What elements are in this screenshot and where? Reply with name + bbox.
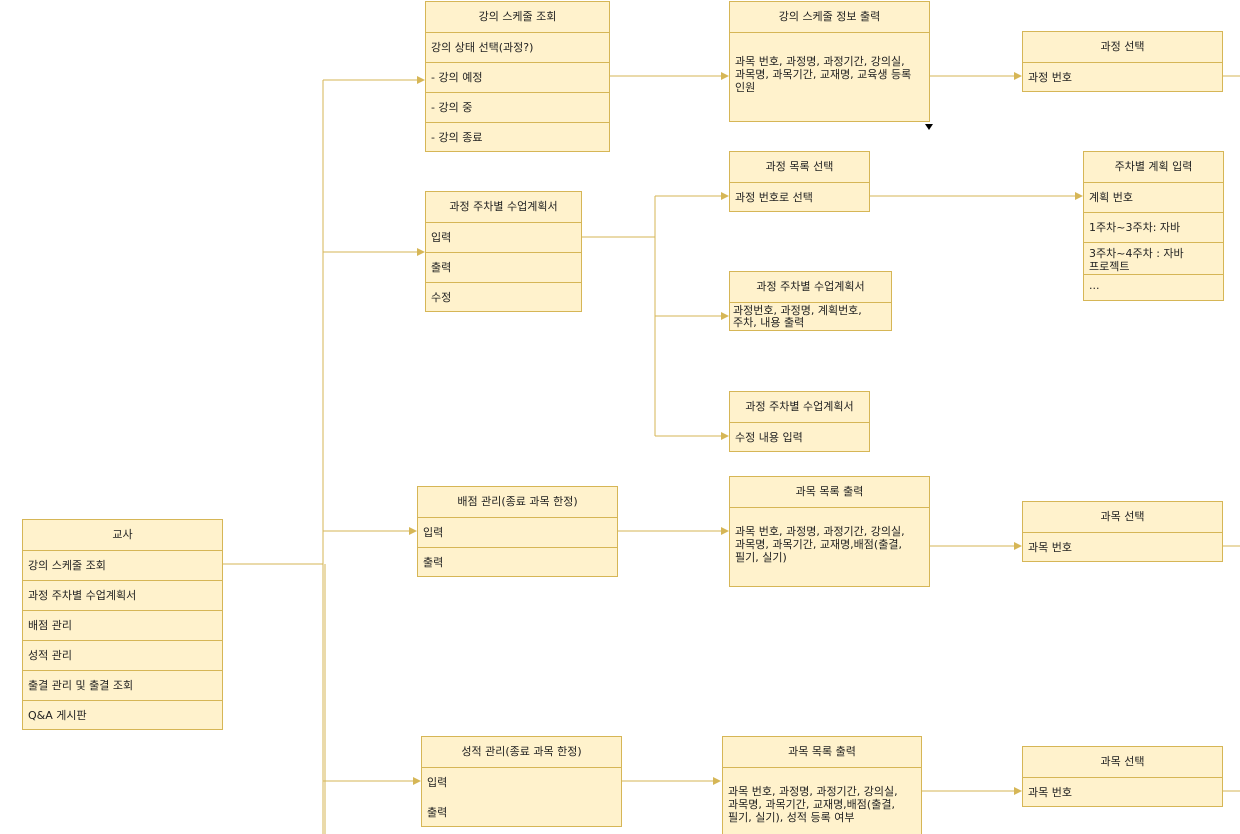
subject-select-row-1: 과목 번호 [1028,541,1072,554]
weekly-input-box[interactable]: 주차별 계획 입력 계획 번호 1주차~3주차: 자바 3주차~4주차 : 자바… [1083,151,1224,301]
weekly-input-title: 주차별 계획 입력 [1084,152,1223,183]
course-list-select-box[interactable]: 과정 목록 선택 과정 번호로 선택 [729,151,870,212]
subject-list-title-1: 과목 목록 출력 [730,477,929,508]
course-list-select-title: 과정 목록 선택 [730,152,869,183]
score-mgmt-box[interactable]: 배점 관리(종료 과목 한정) 입력 출력 [417,486,618,577]
subject-list-box-2[interactable]: 과목 목록 출력 과목 번호, 과정명, 과정기간, 강의실, 과목명, 과목기… [722,736,922,834]
weekly-plan-output-body: 과정번호, 과정명, 계획번호, 주차, 내용 출력 [733,304,862,329]
weekly-input-item-more: ... [1089,279,1100,292]
weekly-input-item-plan-no: 계획 번호 [1084,183,1223,213]
schedule-output-box[interactable]: 강의 스케줄 정보 출력 과목 번호, 과정명, 과정기간, 강의실, 과목명,… [729,1,930,122]
schedule-item-planned: - 강의 예정 [426,63,609,93]
teacher-item-attendance: 출결 관리 및 출결 조회 [23,671,222,701]
grade-mgmt-box[interactable]: 성적 관리(종료 과목 한정) 입력 출력 [421,736,622,827]
schedule-item-ended: - 강의 종료 [431,131,483,144]
grade-mgmt-item-output: 출력 [427,806,448,819]
score-mgmt-item-output: 출력 [423,556,444,569]
subject-select-title-1: 과목 선택 [1023,502,1222,533]
score-mgmt-item-input: 입력 [418,518,617,548]
teacher-item-qna: Q&A 게시판 [28,709,87,722]
grade-mgmt-item-input: 입력 [427,776,448,789]
subject-list-box-1[interactable]: 과목 목록 출력 과목 번호, 과정명, 과정기간, 강의실, 과목명, 과목기… [729,476,930,587]
schedule-title: 강의 스케줄 조회 [426,2,609,33]
course-select-title: 과정 선택 [1023,32,1222,63]
edge-weekly-branch [582,196,656,436]
subject-list-body-1: 과목 번호, 과정명, 과정기간, 강의실, 과목명, 과목기간, 교재명,배점… [735,525,905,564]
subject-list-body-2: 과목 번호, 과정명, 과정기간, 강의실, 과목명, 과목기간, 교재명,배점… [728,785,898,824]
schedule-output-body: 과목 번호, 과정명, 과정기간, 강의실, 과목명, 과목기간, 교재명, 교… [735,55,912,94]
schedule-item-ongoing: - 강의 중 [426,93,609,123]
teacher-item-score: 배점 관리 [23,611,222,641]
weekly-plan-item-input: 입력 [426,223,581,253]
subject-select-title-2: 과목 선택 [1023,747,1222,778]
course-select-row: 과정 번호 [1028,71,1072,84]
teacher-item-grade: 성적 관리 [23,641,222,671]
weekly-plan-item-edit: 수정 [431,291,452,304]
schedule-box[interactable]: 강의 스케줄 조회 강의 상태 선택(과정?) - 강의 예정 - 강의 중 -… [425,1,610,152]
teacher-item-schedule: 강의 스케줄 조회 [23,551,222,581]
weekly-plan-output-box[interactable]: 과정 주차별 수업계획서 과정번호, 과정명, 계획번호, 주차, 내용 출력 [729,271,892,331]
grade-mgmt-title: 성적 관리(종료 과목 한정) [422,737,621,768]
weekly-plan-box[interactable]: 과정 주차별 수업계획서 입력 출력 수정 [425,191,582,312]
dangling-arrow-icon [925,124,933,130]
teacher-box[interactable]: 교사 강의 스케줄 조회 과정 주차별 수업계획서 배점 관리 성적 관리 출결… [22,519,223,730]
weekly-plan-item-output: 출력 [426,253,581,283]
score-mgmt-title: 배점 관리(종료 과목 한정) [418,487,617,518]
weekly-plan-edit-title: 과정 주차별 수업계획서 [730,392,869,423]
weekly-plan-edit-row: 수정 내용 입력 [735,431,803,444]
weekly-plan-title: 과정 주차별 수업계획서 [426,192,581,223]
subject-select-row-2: 과목 번호 [1028,786,1072,799]
weekly-input-item-week1: 1주차~3주차: 자바 [1084,213,1223,243]
course-select-box[interactable]: 과정 선택 과정 번호 [1022,31,1223,92]
teacher-item-weekly-plan: 과정 주차별 수업계획서 [23,581,222,611]
schedule-output-title: 강의 스케줄 정보 출력 [730,2,929,33]
subject-select-box-2[interactable]: 과목 선택 과목 번호 [1022,746,1223,807]
weekly-plan-output-title: 과정 주차별 수업계획서 [730,272,891,303]
schedule-item-status: 강의 상태 선택(과정?) [426,33,609,63]
weekly-plan-edit-box[interactable]: 과정 주차별 수업계획서 수정 내용 입력 [729,391,870,452]
weekly-input-item-week3: 3주차~4주차 : 자바 프로젝트 [1084,243,1223,275]
subject-select-box-1[interactable]: 과목 선택 과목 번호 [1022,501,1223,562]
course-list-select-row: 과정 번호로 선택 [735,191,813,204]
teacher-title: 교사 [23,520,222,551]
subject-list-title-2: 과목 목록 출력 [723,737,921,768]
